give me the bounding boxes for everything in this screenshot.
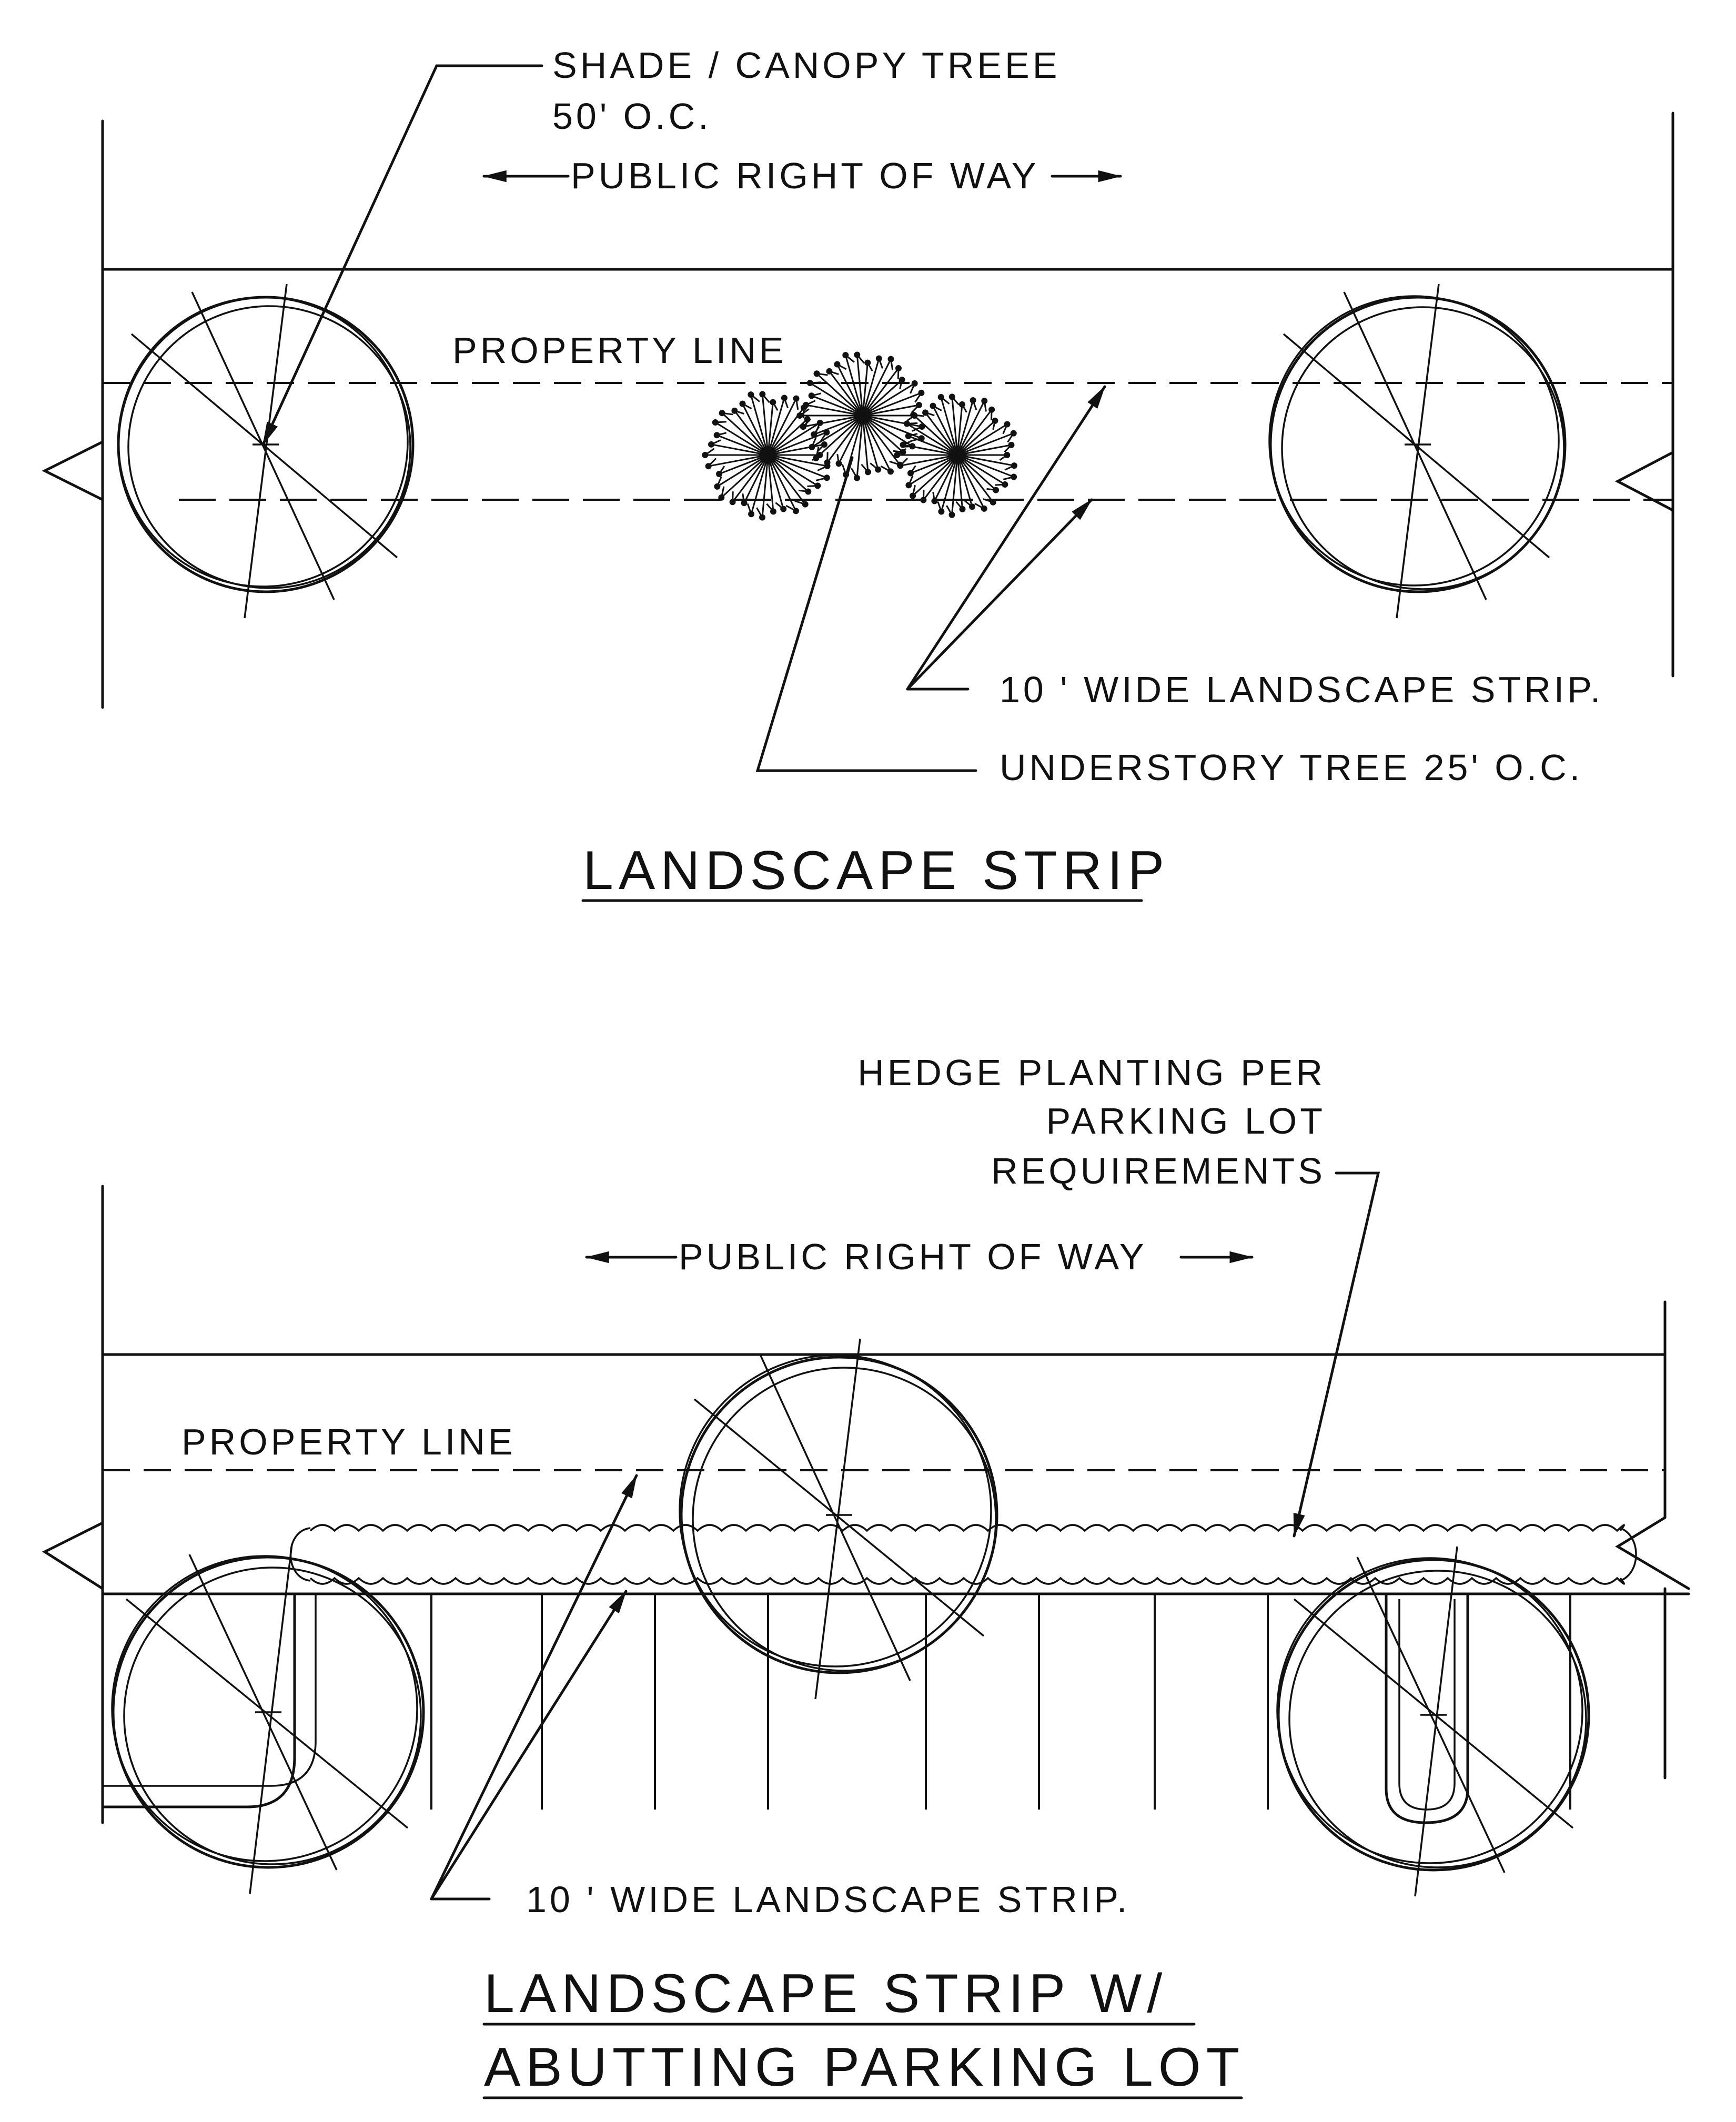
strip-leader-lower bbox=[906, 498, 1093, 691]
right-parking-island bbox=[1385, 1592, 1469, 1824]
top-canopy-tree-right bbox=[1268, 284, 1567, 619]
left-parking-island-inner bbox=[103, 1594, 317, 1787]
canopy-tree-spacing: 50' O.C. bbox=[552, 96, 712, 137]
bottom-detail: HEDGE PLANTING PER PARKING LOT REQUIREME… bbox=[42, 1052, 1690, 2099]
understory-leader bbox=[755, 456, 977, 772]
bottom-canopy-tree-left bbox=[111, 1543, 425, 1894]
top-canopy-tree-left bbox=[117, 284, 415, 619]
right-parking-island-inner bbox=[1398, 1599, 1456, 1811]
parking-stall-lines bbox=[430, 1594, 1571, 1810]
bottom-row-label: PUBLIC RIGHT OF WAY bbox=[679, 1236, 1147, 1277]
bottom-property-line-label: PROPERTY LINE bbox=[181, 1421, 516, 1462]
understory-tree-label: UNDERSTORY TREE 25' O.C. bbox=[1000, 747, 1583, 788]
hedge-leader bbox=[1293, 1171, 1380, 1538]
top-strip-label: 10 ' WIDE LANDSCAPE STRIP. bbox=[1000, 669, 1603, 710]
top-title: LANDSCAPE STRIP bbox=[583, 840, 1169, 901]
hedge-label-line-2: PARKING LOT bbox=[1046, 1100, 1326, 1141]
left-parking-island bbox=[101, 1592, 296, 1808]
canopy-tree-leader bbox=[261, 64, 543, 446]
top-left-break-symbol bbox=[42, 440, 104, 501]
top-row-label: PUBLIC RIGHT OF WAY bbox=[571, 155, 1039, 196]
bottom-strip-leader-lower bbox=[430, 1590, 628, 1901]
top-detail: SHADE / CANOPY TREEE 50' O.C. PUBLIC RIG… bbox=[42, 45, 1674, 902]
bottom-canopy-tree-center bbox=[679, 1338, 998, 1700]
strip-leader-upper bbox=[906, 385, 1106, 691]
understory-tree-1 bbox=[702, 391, 831, 521]
bottom-title-line-1: LANDSCAPE STRIP W/ bbox=[484, 1963, 1167, 2024]
hedge-label-line-3: REQUIREMENTS bbox=[991, 1150, 1326, 1191]
hedge-label-line-1: HEDGE PLANTING PER bbox=[857, 1052, 1326, 1093]
understory-tree-3 bbox=[894, 393, 1017, 518]
bottom-title-line-2: ABUTTING PARKING LOT bbox=[484, 2037, 1245, 2098]
hedge-planting bbox=[289, 1524, 1637, 1585]
bottom-right-break-symbol bbox=[1615, 1516, 1690, 1590]
canopy-tree-label: SHADE / CANOPY TREEE bbox=[552, 45, 1060, 86]
top-property-line-label: PROPERTY LINE bbox=[452, 330, 787, 371]
bottom-left-break-symbol bbox=[42, 1521, 104, 1590]
bottom-strip-label: 10 ' WIDE LANDSCAPE STRIP. bbox=[526, 1879, 1130, 1920]
bottom-canopy-tree-right bbox=[1276, 1546, 1590, 1897]
top-right-break-symbol bbox=[1614, 451, 1674, 512]
bottom-strip-leader-upper bbox=[430, 1474, 638, 1901]
understory-tree-2 bbox=[796, 351, 925, 481]
